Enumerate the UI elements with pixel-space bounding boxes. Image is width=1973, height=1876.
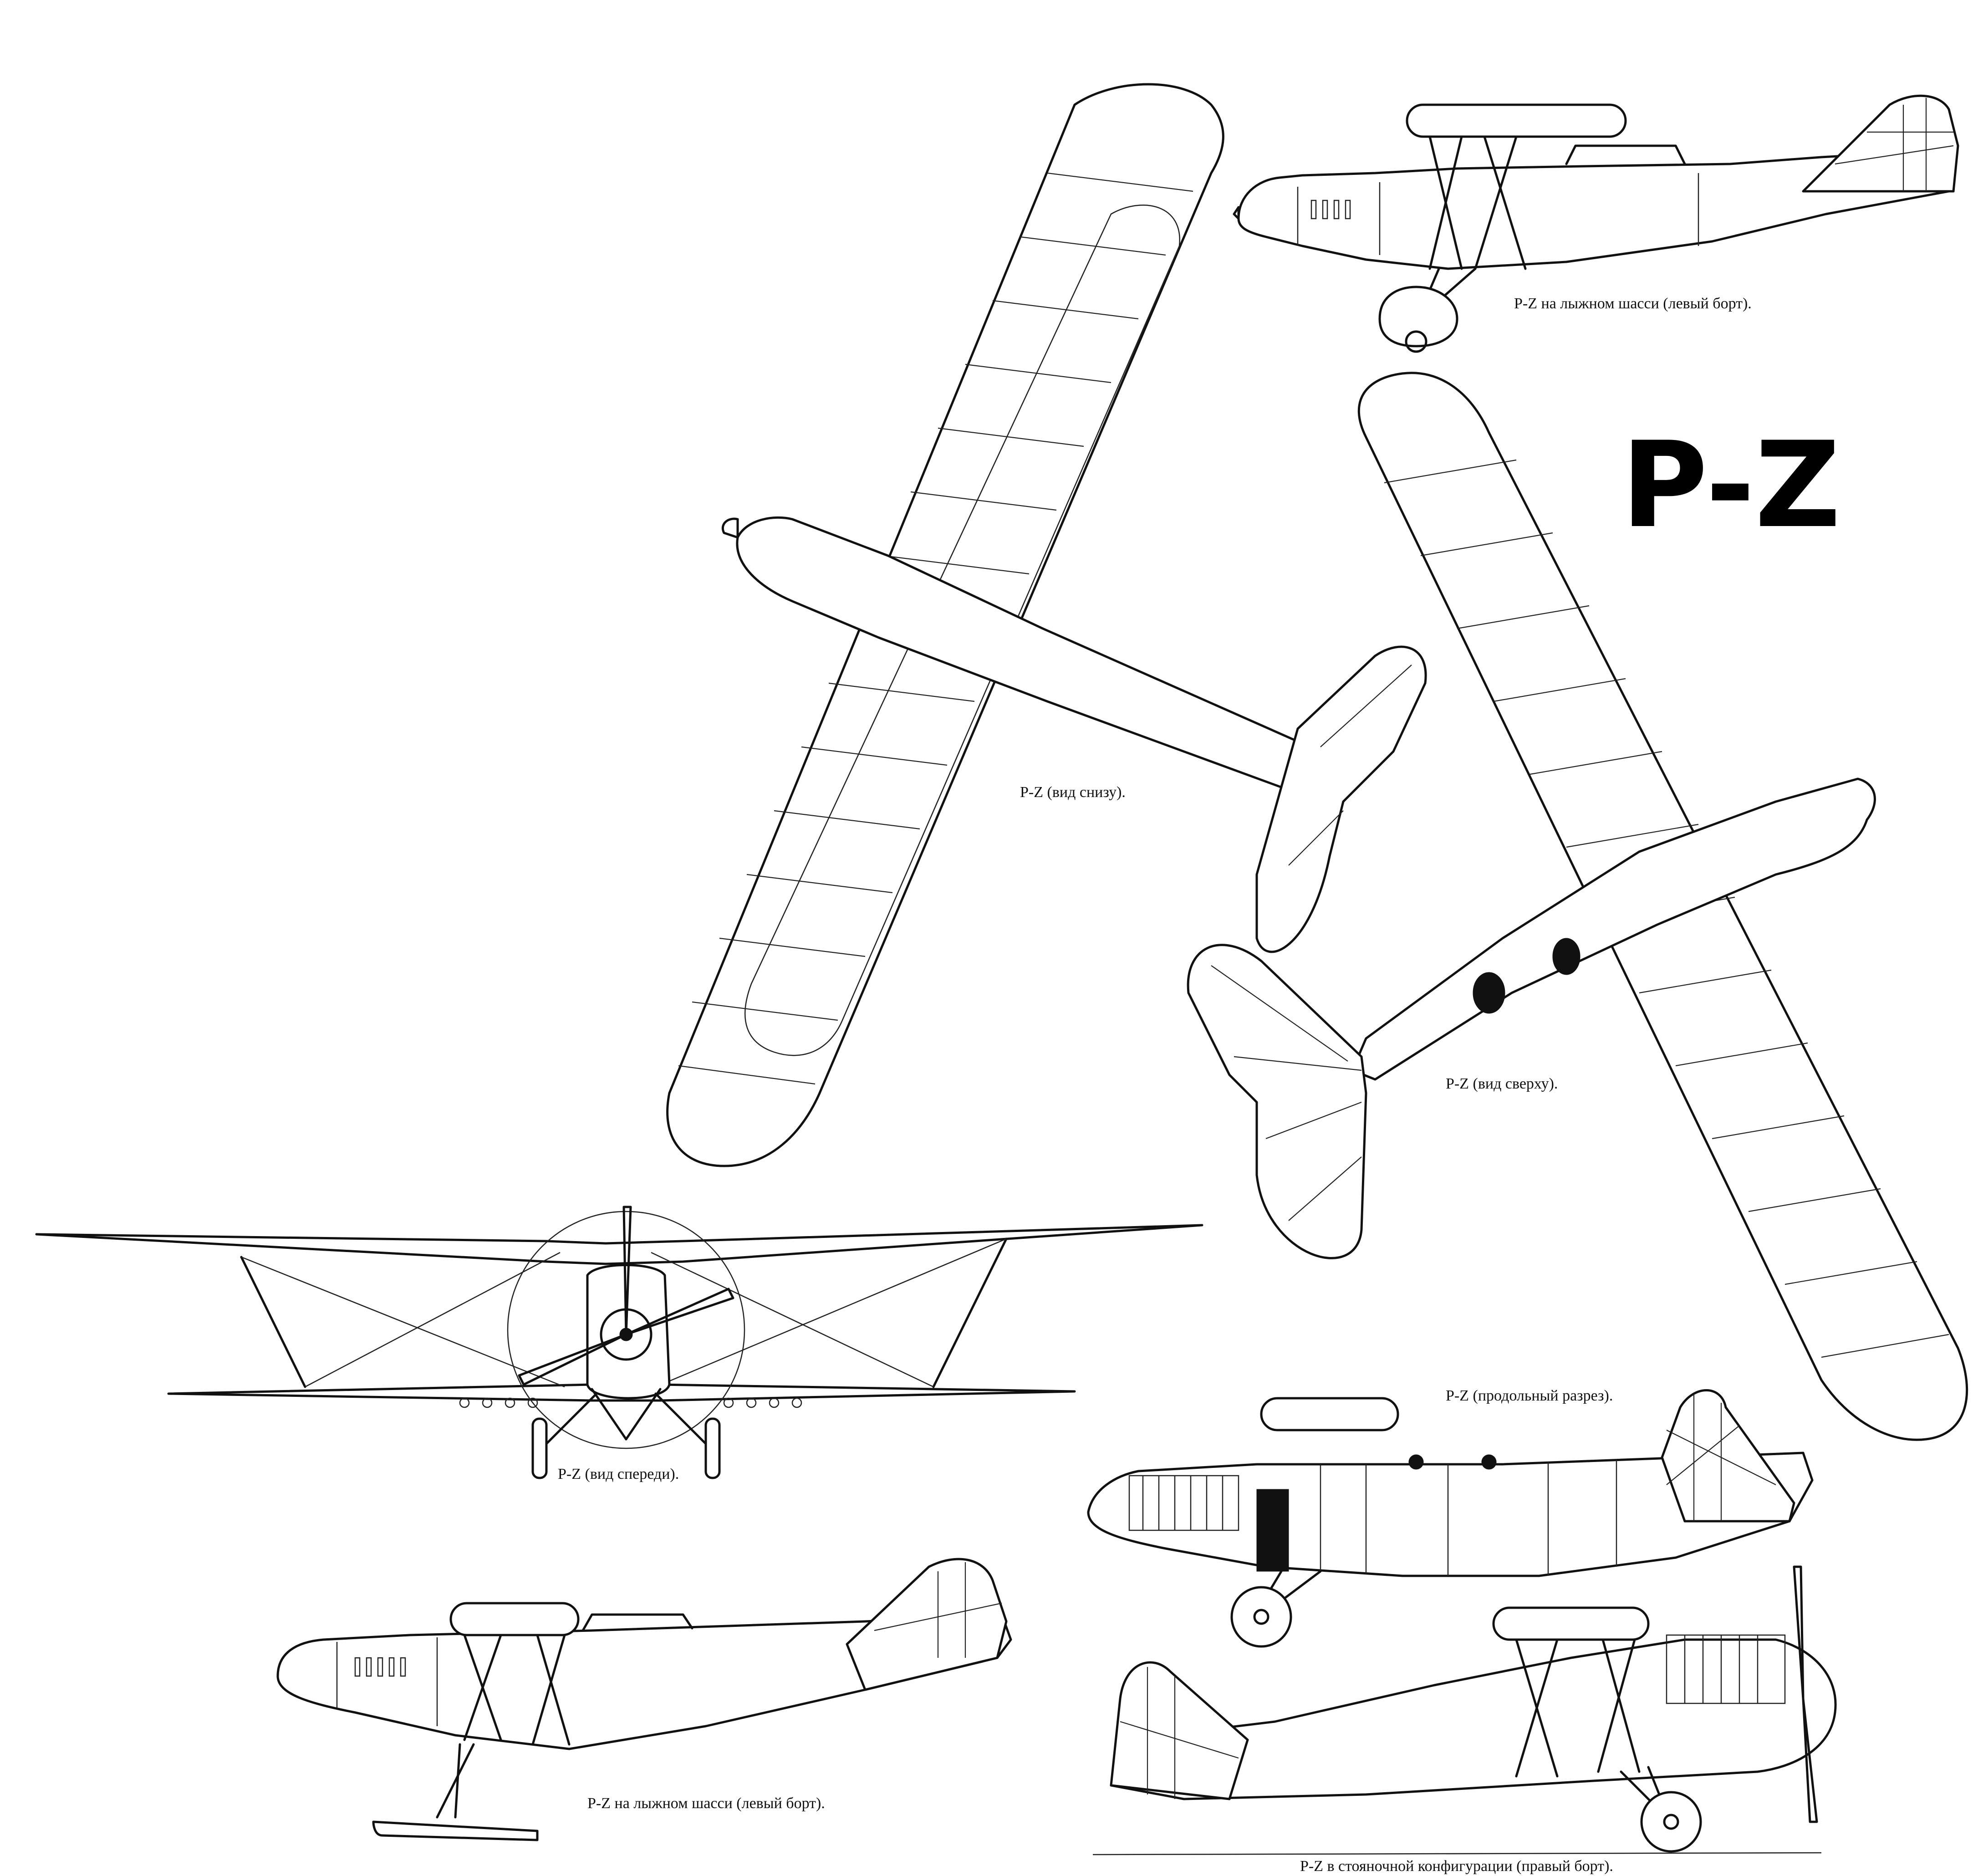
caption-skis-left-top: P-Z на лыжном шасси (левый борт).	[1514, 295, 1752, 312]
caption-skis-left-bottom: P-Z на лыжном шасси (левый борт).	[587, 1795, 825, 1812]
side-view-top-right: P-Z на лыжном шасси (левый борт).	[1233, 94, 1959, 353]
caption-top-view: P-Z (вид сверху).	[1446, 1075, 1558, 1092]
side-view-bottom-left: P-Z на лыжном шасси (левый борт).	[276, 1558, 1012, 1841]
section-view: P-Z (продольный разрез).	[1087, 1387, 1814, 1648]
front-view: P-Z (вид спереди).	[35, 1206, 1203, 1482]
caption-parking: P-Z в стояночной конфигурации (правый бо…	[1300, 1858, 1613, 1875]
parking-view: P-Z в стояночной конфигурации (правый бо…	[1092, 1565, 1837, 1875]
bottom-view: P-Z (вид снизу).	[666, 83, 1427, 1167]
top-view: P-Z (вид сверху).	[1187, 372, 1968, 1441]
caption-bottom-view: P-Z (вид снизу).	[1020, 784, 1126, 801]
caption-front-view: P-Z (вид спереди).	[558, 1466, 679, 1482]
caption-section: P-Z (продольный разрез).	[1446, 1387, 1613, 1404]
title-text: P-Z	[1621, 417, 1840, 554]
